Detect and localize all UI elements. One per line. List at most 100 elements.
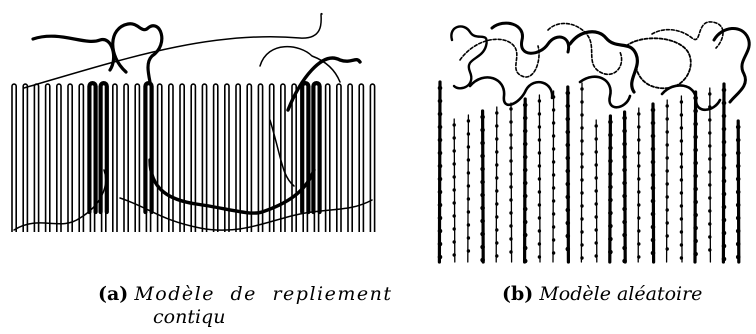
chain-bead	[467, 236, 470, 239]
chain-bead	[637, 164, 640, 167]
chain-bead	[680, 139, 683, 142]
chain-bead	[438, 86, 443, 91]
chain-bead	[495, 163, 498, 166]
chain-bead	[538, 151, 541, 154]
chain-bead	[608, 133, 613, 138]
chain-bead	[722, 257, 727, 262]
chain-bead	[666, 104, 669, 107]
chain-bead	[566, 247, 571, 252]
chain-bead	[523, 233, 528, 238]
fold-loop	[124, 84, 128, 232]
chain-bead	[708, 183, 711, 186]
chain-bead	[651, 225, 656, 230]
chain-bead	[552, 225, 555, 228]
chain-bead	[637, 190, 640, 193]
chain-bead	[566, 117, 571, 122]
chain-bead	[566, 234, 571, 239]
chain-bead	[480, 115, 485, 120]
chain-bead	[580, 113, 583, 116]
chain-bead	[736, 164, 741, 169]
chain-bead	[608, 159, 613, 164]
chain-bead	[509, 224, 512, 227]
chain-bead	[580, 243, 583, 246]
chain-bead	[552, 199, 555, 202]
chain-bead	[538, 242, 541, 245]
chain-stem	[638, 108, 639, 262]
chain-stem	[667, 100, 668, 262]
chain-bead	[453, 136, 456, 139]
fold-loop-thick	[313, 83, 319, 212]
chain-bead	[495, 124, 498, 127]
chain-bead	[566, 143, 571, 148]
chain-bead	[495, 111, 498, 114]
chain-bead	[637, 203, 640, 206]
chain-bead	[595, 163, 598, 166]
caption-a-tag: (a)	[98, 283, 128, 305]
chain-bead	[467, 158, 470, 161]
chain-stem	[581, 83, 582, 262]
chain-bead	[453, 201, 456, 204]
chain-top-loop	[113, 24, 162, 82]
chain-bead	[509, 120, 512, 123]
chain-bead	[666, 208, 669, 211]
chain-bead	[608, 172, 613, 177]
chain-bead	[453, 253, 456, 256]
chain-bead	[622, 246, 627, 251]
chain-bead	[693, 135, 698, 140]
tangle-2	[460, 39, 539, 77]
chain-bead	[453, 162, 456, 165]
chain-bead	[622, 220, 627, 225]
chain-bead	[708, 222, 711, 225]
chain-bead	[680, 230, 683, 233]
fold-loop	[79, 84, 83, 232]
chain-bead	[708, 118, 711, 121]
chain-bead	[538, 112, 541, 115]
chain-bead	[552, 134, 555, 137]
chain-bead	[666, 156, 669, 159]
chain-bead	[622, 233, 627, 238]
chain-bead	[538, 138, 541, 141]
fold-loop	[34, 84, 38, 232]
chain-bead	[580, 217, 583, 220]
chain-bead	[509, 146, 512, 149]
chain-bead	[509, 159, 512, 162]
chain-bead	[608, 237, 613, 242]
chain-bead	[693, 174, 698, 179]
caption-a-continuation: contiqu	[153, 305, 225, 330]
fold-loop	[214, 84, 218, 232]
chain-bead	[595, 228, 598, 231]
chain-bead	[722, 179, 727, 184]
chain-bead	[637, 242, 640, 245]
fold-loop	[191, 84, 195, 232]
chain-bead	[693, 122, 698, 127]
chain-bead	[622, 194, 627, 199]
chain-bead	[438, 99, 443, 104]
chain-bead	[538, 125, 541, 128]
chain-stem	[483, 111, 484, 262]
chain-bead	[680, 152, 683, 155]
chain-bead	[523, 246, 528, 251]
chain-bead	[438, 138, 443, 143]
chain-bead	[595, 150, 598, 153]
chain-bead	[509, 198, 512, 201]
chain-bead	[595, 202, 598, 205]
chain-stem	[525, 99, 526, 262]
chain-bead	[736, 151, 741, 156]
fold-loop	[359, 84, 363, 232]
chain-bead	[467, 223, 470, 226]
chain-bead	[480, 245, 485, 250]
chain-bead	[480, 193, 485, 198]
chain-bead	[595, 137, 598, 140]
chain-bead	[708, 144, 711, 147]
chain-bead	[666, 234, 669, 237]
chain-bead	[538, 190, 541, 193]
fold-loop	[348, 84, 352, 232]
chain-bead	[722, 114, 727, 119]
chain-bead	[480, 167, 485, 172]
chain-bead	[509, 211, 512, 214]
chain-bead	[693, 200, 698, 205]
chain-bead	[538, 203, 541, 206]
chain-bead	[438, 151, 443, 156]
chain-bead	[595, 241, 598, 244]
chain-bead	[622, 129, 627, 134]
